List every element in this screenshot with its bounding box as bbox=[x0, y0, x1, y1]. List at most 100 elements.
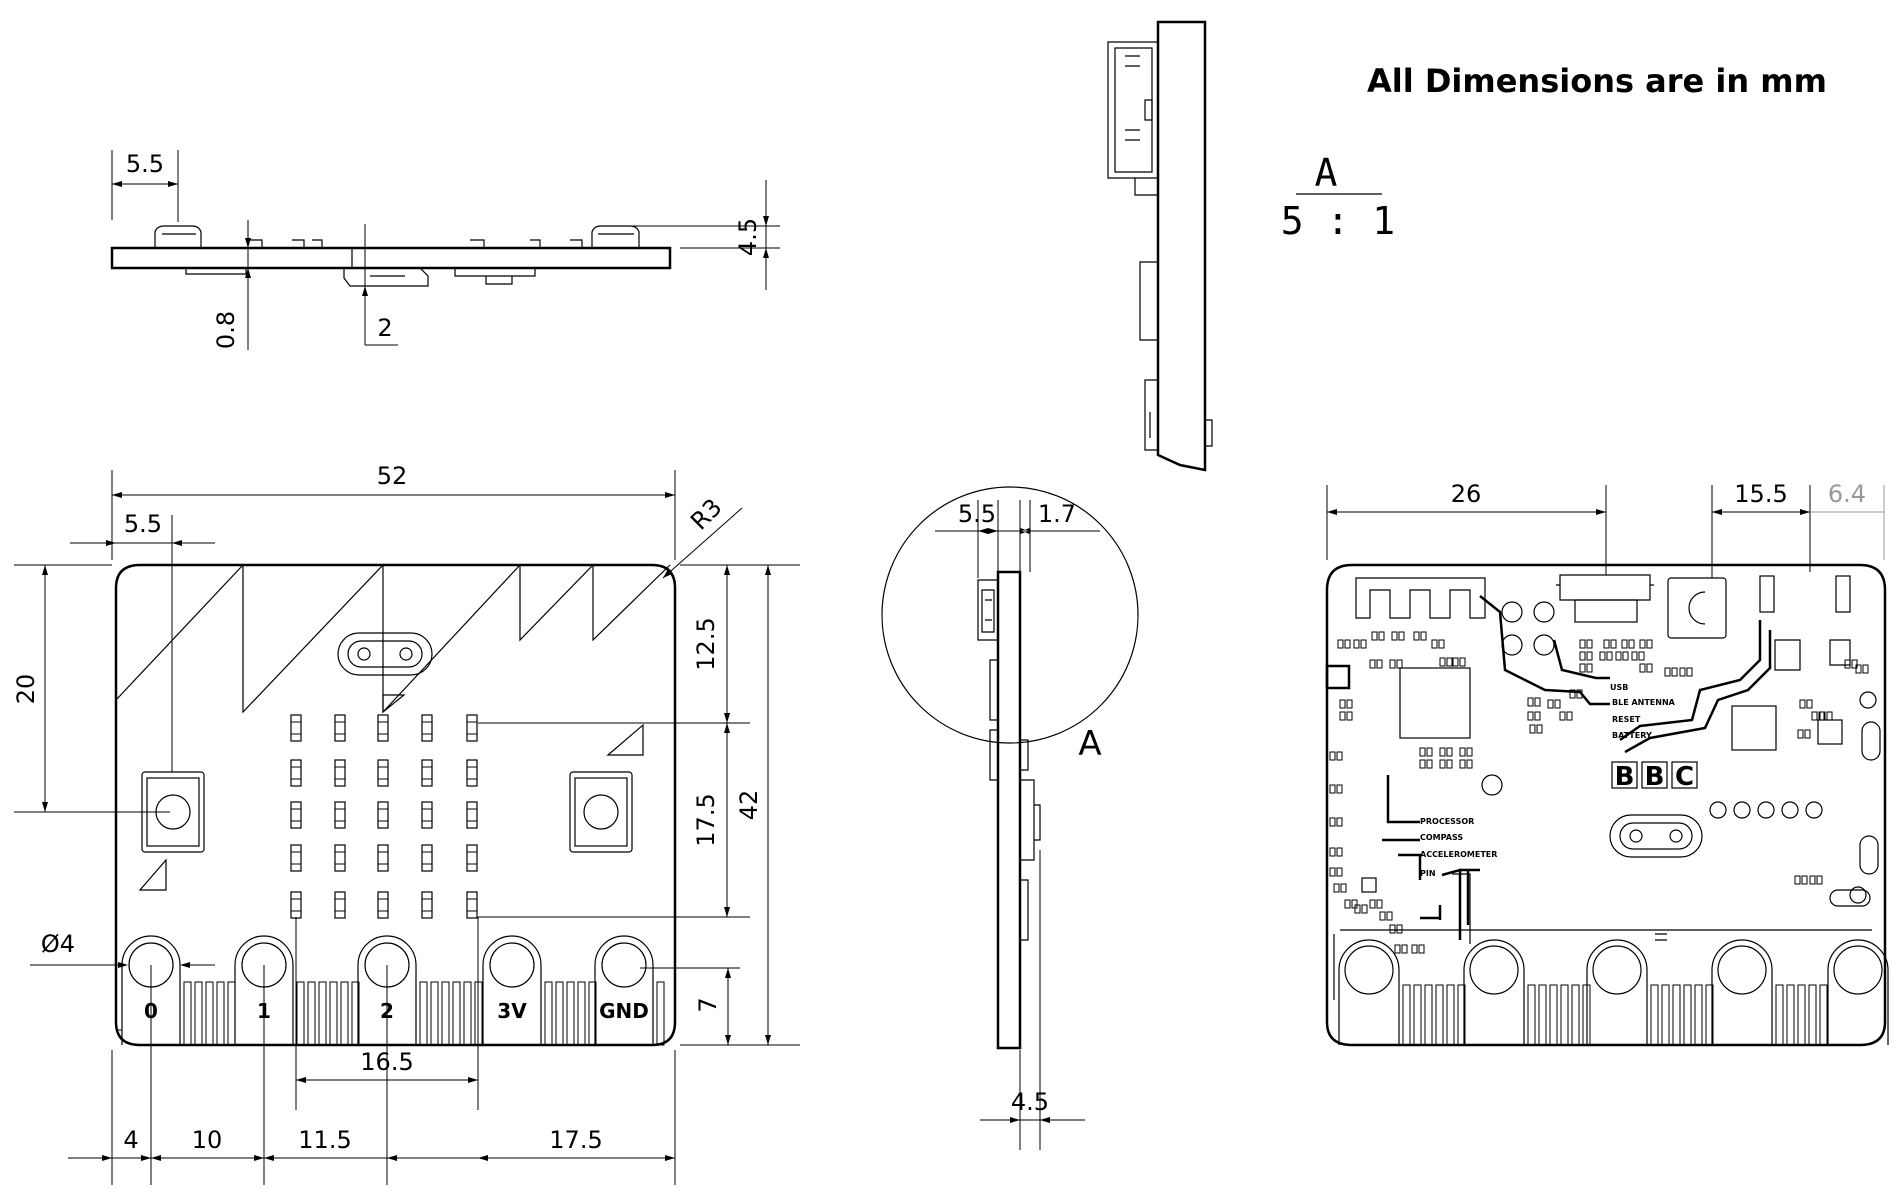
edge-tooth bbox=[227, 981, 236, 1046]
smd-part bbox=[1329, 751, 1343, 761]
smd-part bbox=[1333, 883, 1347, 893]
front-dim-10: 10 bbox=[192, 1126, 223, 1154]
edge-tooth bbox=[307, 981, 316, 1046]
pin-labels: 0 1 2 3V GND bbox=[144, 999, 649, 1023]
led bbox=[466, 891, 478, 919]
smd-part bbox=[1329, 867, 1343, 877]
front-view: 0 1 2 3V GND 52 R3 5.5 20 12.5 17.5 bbox=[12, 462, 800, 1185]
test-pad bbox=[1757, 801, 1775, 819]
led bbox=[466, 844, 478, 872]
led bbox=[421, 801, 433, 829]
scale-ratio: 5 : 1 bbox=[1281, 199, 1395, 243]
back-edge-connector bbox=[1338, 939, 1889, 1046]
side-dim-5-5: 5.5 bbox=[958, 500, 996, 528]
silk-usb: USB bbox=[1610, 683, 1628, 692]
smd-part bbox=[1329, 784, 1343, 794]
pin-label-3v: 3V bbox=[497, 999, 527, 1023]
back-edge-tooth bbox=[1402, 984, 1411, 1046]
led bbox=[290, 759, 302, 787]
smd-part bbox=[1459, 747, 1473, 757]
edge-tooth bbox=[430, 981, 439, 1046]
smd-part bbox=[1389, 659, 1403, 669]
bbc-letter-3: C bbox=[1675, 762, 1694, 792]
detail-label-a: A bbox=[1078, 724, 1101, 764]
back-edge-tooth bbox=[1775, 984, 1784, 1046]
side-dim-1-7: 1.7 bbox=[1038, 500, 1076, 528]
units-note: All Dimensions are in mm bbox=[1367, 62, 1827, 100]
silk-compass: COMPASS bbox=[1420, 833, 1463, 842]
led bbox=[290, 801, 302, 829]
edge-tooth bbox=[183, 981, 192, 1046]
smd-part bbox=[1439, 759, 1453, 769]
led bbox=[334, 891, 346, 919]
smd-part bbox=[1615, 651, 1629, 661]
back-edge-pad bbox=[1338, 939, 1400, 1045]
smd-components bbox=[1329, 631, 1871, 954]
edge-tooth bbox=[544, 981, 553, 1046]
back-edge-tooth bbox=[1457, 984, 1466, 1046]
back-edge-tooth bbox=[1661, 984, 1670, 1046]
smd-part bbox=[1394, 944, 1408, 954]
edge-tooth bbox=[340, 981, 349, 1046]
front-dim-42: 42 bbox=[735, 790, 763, 821]
back-edge-tooth bbox=[1582, 984, 1591, 1046]
led bbox=[334, 801, 346, 829]
smd-part bbox=[1419, 747, 1433, 757]
led bbox=[377, 844, 389, 872]
smd-part bbox=[1603, 639, 1617, 649]
led bbox=[290, 891, 302, 919]
front-dim-dia4: Ø4 bbox=[41, 930, 75, 958]
led bbox=[334, 759, 346, 787]
back-edge-tooth bbox=[1705, 984, 1714, 1046]
edge-tooth bbox=[656, 981, 665, 1046]
led bbox=[377, 714, 389, 742]
edge-tooth bbox=[194, 981, 203, 1046]
smd-part bbox=[1459, 759, 1473, 769]
edge-tooth bbox=[555, 981, 564, 1046]
smd-part bbox=[1569, 689, 1583, 699]
smd-part bbox=[1369, 899, 1383, 909]
side-profile-view-upper bbox=[1107, 20, 1213, 472]
smd-part bbox=[1329, 817, 1343, 827]
front-dim-17-5: 17.5 bbox=[692, 793, 720, 846]
led bbox=[334, 844, 346, 872]
front-dim-20: 20 bbox=[12, 674, 40, 705]
smd-part bbox=[1794, 875, 1808, 885]
back-edge-tooth bbox=[1819, 984, 1828, 1046]
back-edge-tooth bbox=[1683, 984, 1692, 1046]
silk-processor: PROCESSOR bbox=[1420, 817, 1474, 826]
front-dim-5-5: 5.5 bbox=[124, 510, 162, 538]
side-dim-4-5: 4.5 bbox=[1011, 1088, 1049, 1116]
smd-part bbox=[1527, 711, 1541, 721]
edge-tooth bbox=[577, 981, 586, 1046]
led bbox=[290, 714, 302, 742]
top-dim-5-5: 5.5 bbox=[126, 150, 164, 178]
front-dim-17-5-bottom: 17.5 bbox=[549, 1126, 602, 1154]
smd-part bbox=[1529, 724, 1543, 734]
smd-part bbox=[1431, 639, 1445, 649]
front-dim-4: 4 bbox=[123, 1126, 138, 1154]
smd-part bbox=[1439, 657, 1453, 667]
led-matrix bbox=[290, 714, 478, 919]
top-dim-4-5: 4.5 bbox=[734, 218, 762, 256]
smd-part bbox=[1527, 697, 1541, 707]
smd-part bbox=[1391, 631, 1405, 641]
edge-tooth bbox=[588, 981, 597, 1046]
led bbox=[421, 844, 433, 872]
smd-part bbox=[1411, 944, 1425, 954]
smd-part bbox=[1389, 924, 1403, 934]
back-edge-tooth bbox=[1797, 984, 1806, 1046]
edge-tooth bbox=[329, 981, 338, 1046]
edge-tooth bbox=[351, 981, 360, 1046]
smd-part bbox=[1631, 651, 1645, 661]
smd-part bbox=[1369, 659, 1383, 669]
test-pads bbox=[1709, 801, 1823, 819]
pin-label-gnd: GND bbox=[599, 999, 649, 1023]
detail-circle-a bbox=[881, 486, 1139, 744]
front-dim-12-5: 12.5 bbox=[692, 617, 720, 670]
smd-part bbox=[1379, 911, 1393, 921]
smd-part bbox=[1844, 659, 1858, 669]
front-dim-52: 52 bbox=[377, 462, 408, 490]
led bbox=[421, 891, 433, 919]
